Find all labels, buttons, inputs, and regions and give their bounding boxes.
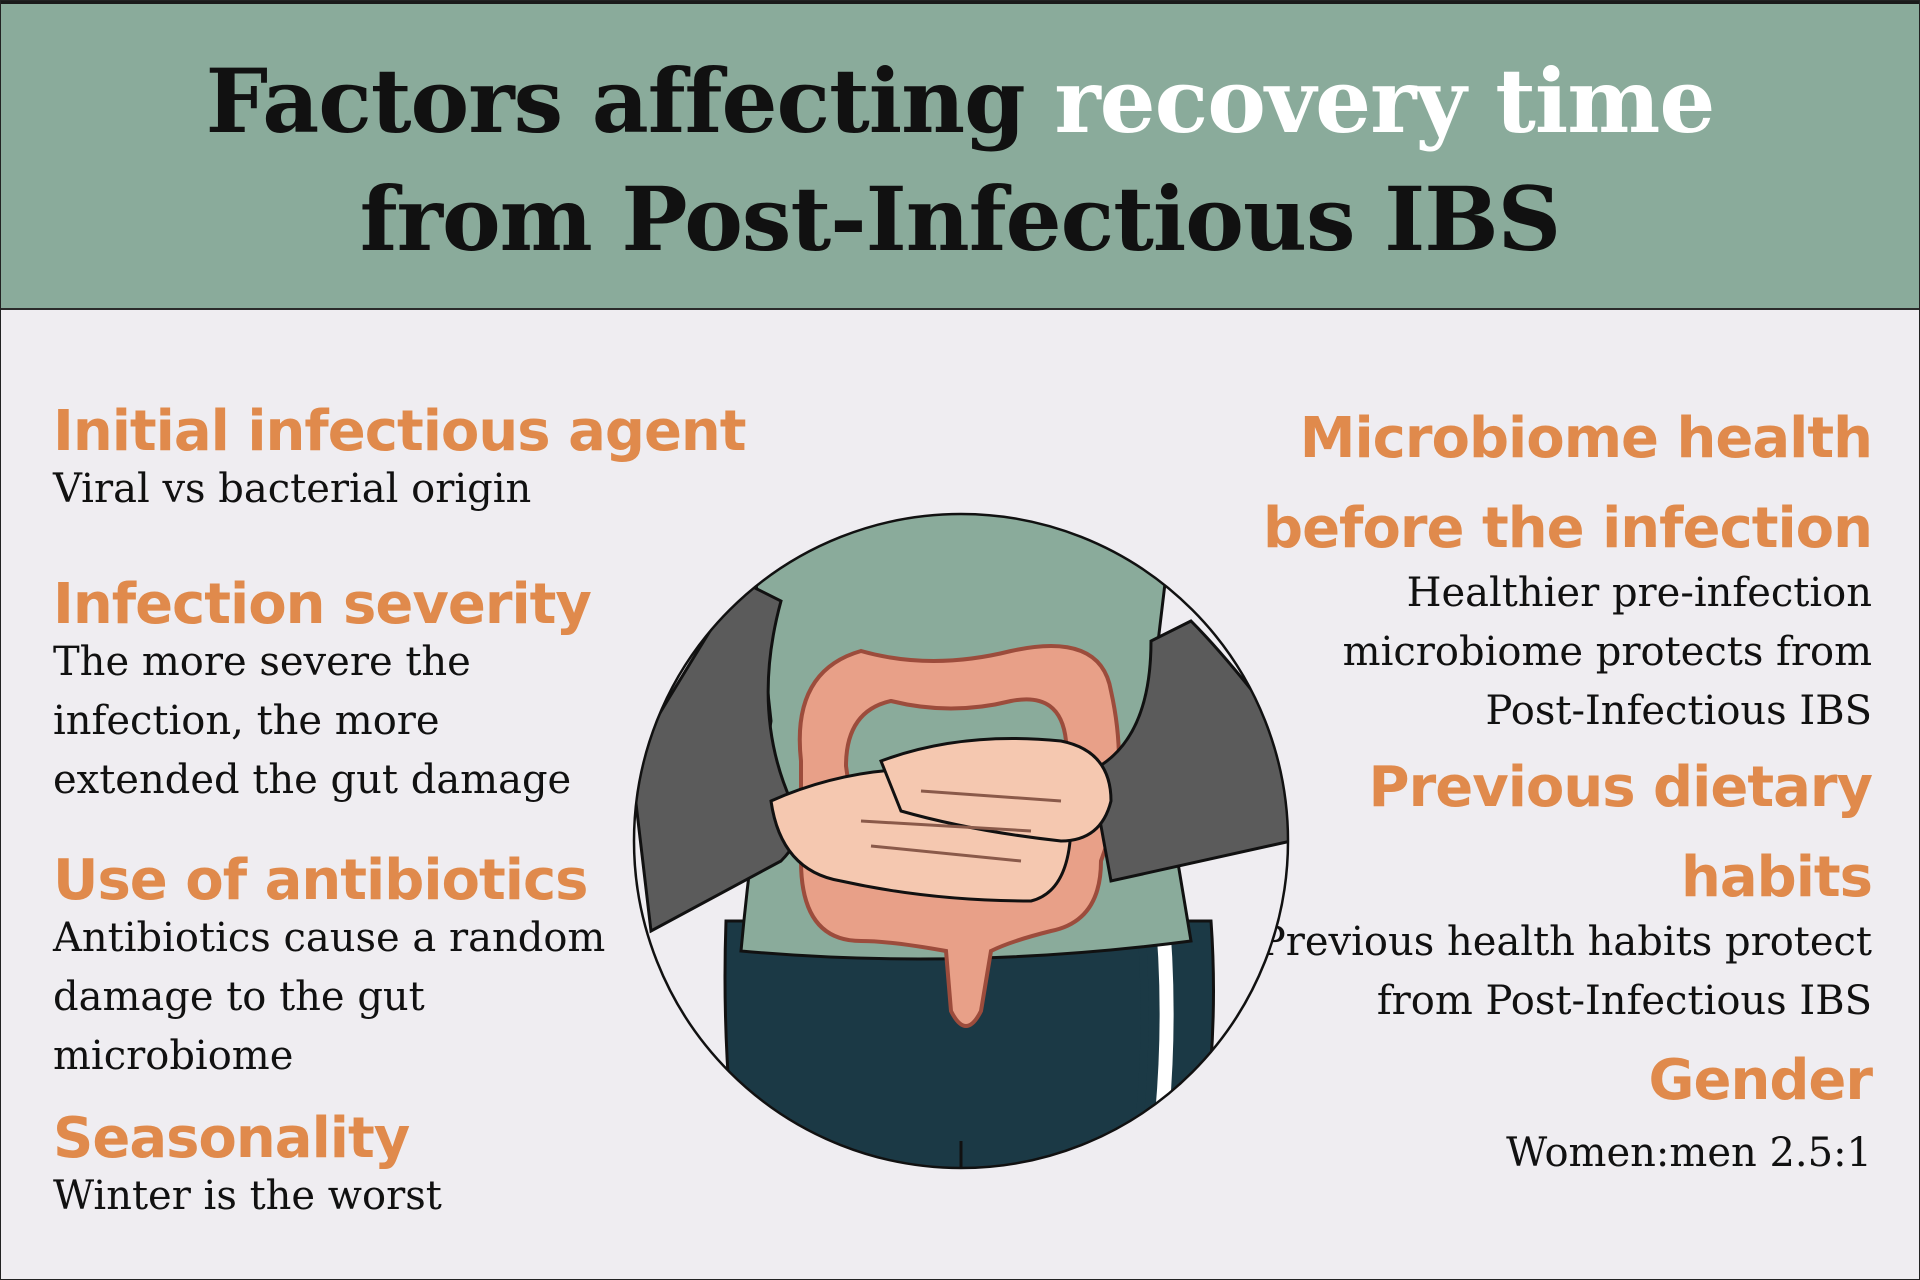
title-part1: Factors affecting <box>205 49 1055 153</box>
factor-text: Women:men 2.5:1 <box>1506 1130 1872 1176</box>
title-line2: from Post-Infectious IBS <box>359 167 1561 271</box>
factor-heading: Infection severity <box>53 572 592 637</box>
factor-text: microbiome <box>53 1033 294 1079</box>
factor-microbiome-health: Microbiome health before the infection H… <box>1262 394 1873 741</box>
factor-text: infection, the more <box>53 698 440 744</box>
factor-infection-severity: Infection severity The more severe the i… <box>53 567 592 810</box>
factor-text: The more severe the <box>53 639 471 685</box>
factor-seasonality: Seasonality Winter is the worst <box>53 1101 442 1226</box>
factor-text: extended the gut damage <box>53 757 572 803</box>
factor-heading: Initial infectious agent <box>53 399 747 464</box>
factor-heading: Microbiome health <box>1299 406 1873 471</box>
factor-initial-infectious-agent: Initial infectious agent Viral vs bacter… <box>53 394 747 519</box>
factor-heading: habits <box>1680 845 1873 910</box>
person-holding-abdomen-icon <box>632 512 1290 1170</box>
factor-text: damage to the gut <box>53 974 425 1020</box>
factor-gender: Gender Women:men 2.5:1 <box>1506 1036 1873 1183</box>
title-banner: Factors affecting recovery time from Pos… <box>1 1 1919 310</box>
factor-heading: Seasonality <box>53 1106 410 1171</box>
factor-heading: Previous dietary <box>1368 755 1873 820</box>
factor-previous-dietary-habits: Previous dietary habits Previous health … <box>1258 743 1873 1031</box>
factor-text: Viral vs bacterial origin <box>53 466 532 512</box>
factor-text: Healthier pre-infection <box>1406 570 1872 616</box>
factor-heading: Use of antibiotics <box>53 848 588 913</box>
factor-text: from Post-Infectious IBS <box>1376 978 1872 1024</box>
factor-text: Previous health habits protect <box>1258 919 1872 965</box>
factor-text: Antibiotics cause a random <box>53 915 606 961</box>
factor-text: microbiome protects from <box>1342 629 1872 675</box>
page-title: Factors affecting recovery time from Pos… <box>1 42 1919 278</box>
factor-use-of-antibiotics: Use of antibiotics Antibiotics cause a r… <box>53 843 605 1086</box>
factor-heading: before the infection <box>1262 496 1873 561</box>
factor-text: Winter is the worst <box>53 1173 442 1219</box>
factor-text: Post-Infectious IBS <box>1485 688 1872 734</box>
factor-heading: Gender <box>1648 1048 1873 1113</box>
title-highlight: recovery time <box>1054 49 1715 153</box>
abdomen-illustration <box>631 501 1291 1191</box>
